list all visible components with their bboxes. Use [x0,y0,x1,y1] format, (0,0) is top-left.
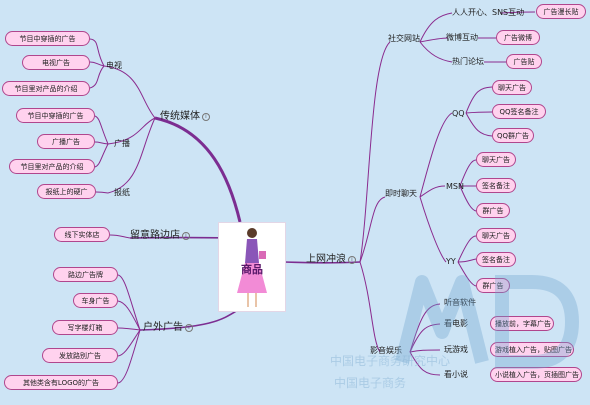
leaf-ent-1[interactable]: 播放前，字幕广告 [490,316,554,331]
watermark-text-2: 中国电子商务 [334,376,407,390]
social-item-1[interactable]: 微博互动 [446,33,478,42]
leaf-msn-0[interactable]: 聊天广告 [476,152,516,167]
im-yy[interactable]: YY [446,257,456,266]
ent-item-0[interactable]: 听音软件 [444,298,476,307]
ent-item-3[interactable]: 看小说 [444,370,468,379]
central-node[interactable]: 商品 [218,222,286,312]
ent-item-2[interactable]: 玩游戏 [444,345,468,354]
info-icon: i [348,256,356,264]
watermark-text-1: 中国电子商务研究中心 [330,354,451,368]
leaf-radio-1[interactable]: 广播广告 [37,134,95,149]
leaf-social-0[interactable]: 广告漫长贴 [536,4,586,19]
sub-radio[interactable]: 广播 [114,139,130,148]
leaf-radio-0[interactable]: 节目中穿插的广告 [16,108,95,123]
watermark-logo [395,275,580,369]
leaf-social-1[interactable]: 广告微博 [496,30,540,45]
leaf-radio-2[interactable]: 节目里对产品的介绍 [9,159,95,174]
leaf-street-0[interactable]: 线下实体店 [54,227,110,242]
leaf-outdoor-1[interactable]: 车身广告 [73,293,118,308]
leaf-msn-2[interactable]: 群广告 [476,203,510,218]
leaf-yy-1[interactable]: 签名备注 [476,252,516,267]
leaf-yy-0[interactable]: 聊天广告 [476,228,516,243]
leaf-outdoor-2[interactable]: 写字楼灯箱 [52,320,118,335]
leaf-outdoor-4[interactable]: 其他类含有LOGO的广告 [4,375,118,390]
im-msn[interactable]: MSN [446,182,464,191]
leaf-outdoor-3[interactable]: 发放路别广告 [42,348,118,363]
leaf-social-2[interactable]: 广告贴 [506,54,542,69]
leaf-msn-1[interactable]: 签名备注 [476,178,516,193]
leaf-qq-0[interactable]: 聊天广告 [492,80,532,95]
sub-social[interactable]: 社交网站 [388,34,420,43]
info-icon: i [182,232,190,240]
leaf-tv-1[interactable]: 电视广告 [22,55,90,70]
leaf-yy-2[interactable]: 群广告 [476,278,510,293]
leaf-tv-2[interactable]: 节目里对产品的介绍 [2,81,90,96]
leaf-qq-1[interactable]: QQ签名备注 [492,104,546,119]
sub-entertainment[interactable]: 影音娱乐 [370,346,402,355]
center-title: 商品 [241,263,263,276]
sub-tv[interactable]: 电视 [106,61,122,70]
im-qq[interactable]: QQ [452,109,465,118]
info-icon: i [185,324,193,332]
sub-newspaper[interactable]: 报纸 [114,188,130,197]
sub-im[interactable]: 即时聊天 [385,189,417,198]
social-item-2[interactable]: 热门论坛 [452,57,484,66]
woman-illustration [237,228,267,307]
leaf-tv-0[interactable]: 节目中穿插的广告 [5,31,90,46]
ent-item-1[interactable]: 看电影 [444,319,468,328]
leaf-newspaper-0[interactable]: 报纸上的硬广 [37,184,96,199]
leaf-ent-2[interactable]: 游戏植入广告，贴图广告 [490,342,574,357]
social-item-0[interactable]: 人人开心、SNS互动 [452,8,525,17]
leaf-outdoor-0[interactable]: 路边广告牌 [53,267,118,282]
leaf-ent-3[interactable]: 小说植入广告，页插图广告 [490,367,582,382]
leaf-qq-2[interactable]: QQ群广告 [492,128,534,143]
info-icon: i [202,113,210,121]
